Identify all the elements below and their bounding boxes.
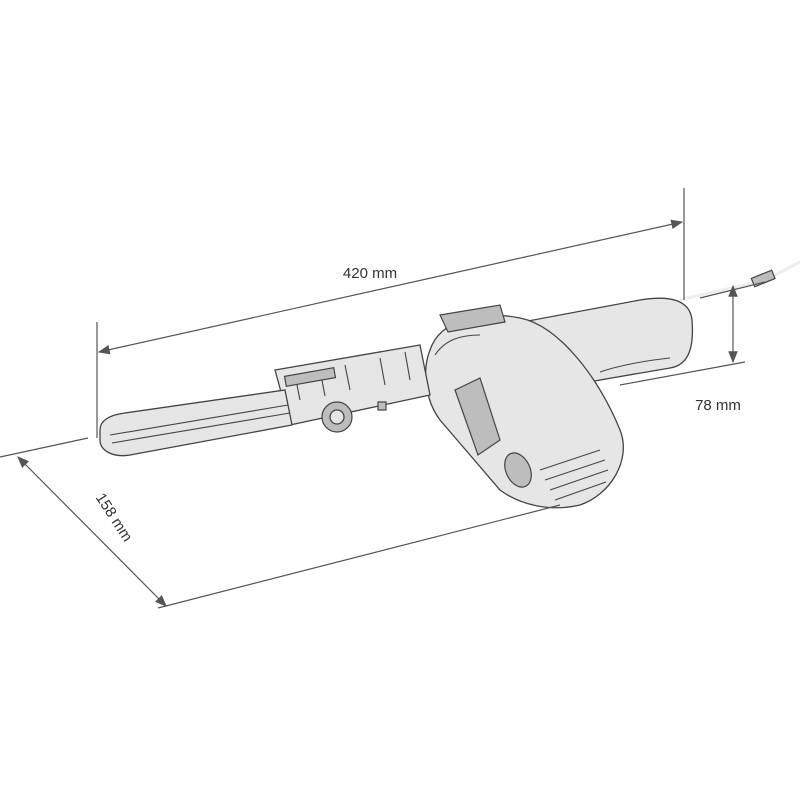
width-label: 158 mm xyxy=(92,490,136,545)
motor-housing xyxy=(425,304,624,509)
power-cord xyxy=(679,260,800,302)
length-dimension: 420 mm xyxy=(96,188,685,438)
belt-arm xyxy=(99,344,431,457)
length-label: 420 mm xyxy=(343,265,397,282)
height-dimension: 78 mm xyxy=(619,281,766,414)
width-dimension: 158 mm xyxy=(0,437,561,609)
height-label: 78 mm xyxy=(695,397,741,414)
